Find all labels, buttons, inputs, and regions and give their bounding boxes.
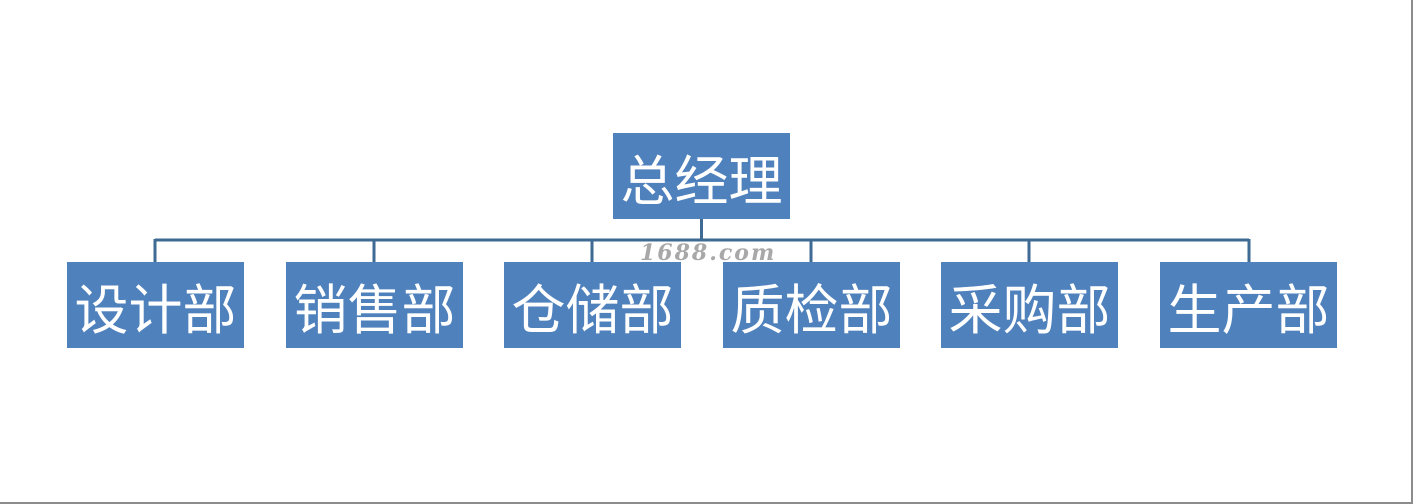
node-label: 质检部	[730, 278, 893, 342]
node-label: 销售部	[293, 278, 456, 342]
node-label: 设计部	[74, 278, 237, 342]
node-purchasing-dept[interactable]: 采购部	[941, 262, 1118, 348]
node-label: 仓储部	[511, 278, 674, 342]
node-warehouse-dept[interactable]: 仓储部	[504, 262, 681, 348]
node-label: 总经理	[620, 149, 783, 213]
node-quality-dept[interactable]: 质检部	[723, 262, 900, 348]
node-general-manager[interactable]: 总经理	[613, 133, 790, 219]
watermark-text: 1688.com	[640, 240, 777, 266]
node-design-dept[interactable]: 设计部	[67, 262, 244, 348]
node-production-dept[interactable]: 生产部	[1160, 262, 1337, 348]
node-sales-dept[interactable]: 销售部	[286, 262, 463, 348]
node-label: 采购部	[948, 278, 1111, 342]
node-label: 生产部	[1167, 278, 1330, 342]
